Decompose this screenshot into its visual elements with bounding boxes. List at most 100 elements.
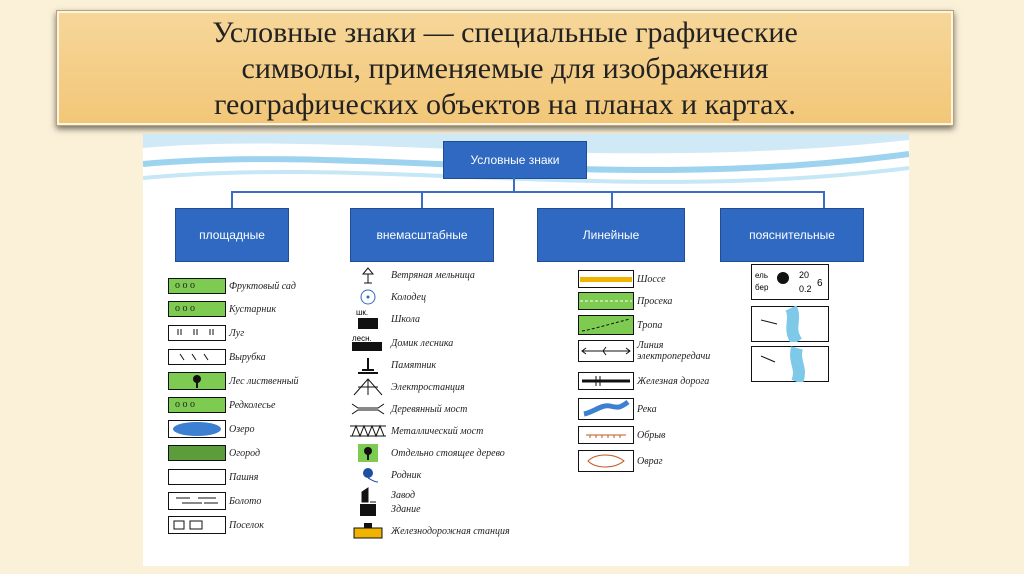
legend-item: Вырубка xyxy=(168,348,266,366)
category-label: Линейные xyxy=(582,228,640,242)
sparse-forest-symbol xyxy=(168,397,226,413)
legend-label: Электростанция xyxy=(391,381,465,393)
legend-label: Озеро xyxy=(229,423,255,435)
factory-symbol xyxy=(361,487,376,503)
legend-label: Лес лиственный xyxy=(229,375,299,387)
symbol-text: бер xyxy=(755,283,769,292)
legend-label: Домик лесника xyxy=(391,337,454,349)
legend-item: Просека xyxy=(578,292,672,310)
legend-item: Колодец xyxy=(348,288,426,306)
legend-label: Кустарник xyxy=(229,303,277,315)
legend-label: Здание xyxy=(391,503,421,515)
legend-label: Редколесье xyxy=(229,399,276,411)
legend-label: Поселок xyxy=(229,519,264,531)
river-symbol xyxy=(578,398,634,420)
symbol-text: 6 xyxy=(817,278,823,289)
forester-house-symbol: лесн. xyxy=(348,334,388,352)
garden-symbol xyxy=(168,445,226,461)
legend-item: Луг xyxy=(168,324,244,342)
settlement-symbol xyxy=(168,516,226,534)
explanatory-symbol-ford xyxy=(751,346,829,382)
metal-bridge-symbol xyxy=(350,424,386,438)
category-label: пояснительные xyxy=(749,228,835,242)
symbol-text: 20 xyxy=(799,270,809,280)
wooden-bridge-symbol xyxy=(351,403,385,415)
connector xyxy=(231,191,233,208)
windmill-symbol xyxy=(361,267,375,284)
connector xyxy=(611,191,613,208)
deciduous-forest-symbol xyxy=(168,372,226,390)
meadow-symbol xyxy=(168,325,226,341)
legend-label: Луг xyxy=(229,327,245,339)
forester-abbr: лесн. xyxy=(352,334,372,343)
legend-item: Родник xyxy=(348,466,421,484)
spring-symbol xyxy=(363,468,379,483)
legend-label: Железная дорога xyxy=(637,375,710,387)
legend-item: Болото xyxy=(168,492,261,510)
legend-item: Редколесье xyxy=(168,396,275,414)
clearing-symbol xyxy=(168,349,226,365)
connector xyxy=(231,191,825,193)
legend-item: Ветряная мельница xyxy=(348,266,475,284)
category-linear: Линейные xyxy=(537,208,685,262)
railway-symbol xyxy=(578,372,634,390)
ravine-symbol xyxy=(578,450,634,472)
legend-item: Завод xyxy=(348,486,415,504)
connector xyxy=(421,191,423,208)
well-symbol xyxy=(360,289,376,305)
legend-item: Металлический мост xyxy=(348,422,483,440)
legend-label: Шоссе xyxy=(637,273,666,285)
category-offscale: внемасштабные xyxy=(350,208,494,262)
cliff-symbol xyxy=(578,426,634,444)
legend-item: Овраг xyxy=(578,450,663,472)
legend-label: Металлический мост xyxy=(391,425,484,437)
legend-label: Обрыв xyxy=(637,429,666,441)
category-label: внемасштабные xyxy=(376,228,468,242)
legend-item: Лес лиственный xyxy=(168,372,299,390)
legend-item: лесн. Домик лесника xyxy=(348,334,453,352)
slide-title: Условные знаки — специальные графические… xyxy=(212,16,798,121)
swamp-symbol xyxy=(168,492,226,510)
legend-label: Деревянный мост xyxy=(391,403,468,415)
connector xyxy=(823,191,825,208)
legend-label: Река xyxy=(637,403,657,415)
arable-land-symbol xyxy=(168,469,226,485)
legend-item: Электростанция xyxy=(348,378,465,396)
legend-label: Овраг xyxy=(637,455,663,467)
orchard-symbol xyxy=(168,278,226,294)
legend-item: Огород xyxy=(168,444,260,462)
lake-symbol xyxy=(168,420,226,438)
legend-label: Колодец xyxy=(391,291,426,303)
legend-item: Обрыв xyxy=(578,426,665,444)
school-symbol: шк. xyxy=(348,308,388,330)
legend-item: Шоссе xyxy=(578,270,666,288)
solitary-tree-symbol xyxy=(358,444,378,462)
title-box: Условные знаки — специальные графические… xyxy=(56,10,954,126)
railway-station-symbol xyxy=(353,523,383,539)
power-line-symbol xyxy=(578,340,634,362)
symbol-text: 0.2 xyxy=(799,284,812,294)
legend-label: Линия электропередачи xyxy=(637,340,711,362)
legend-item: Река xyxy=(578,398,657,420)
legend-item: Фруктовый сад xyxy=(168,277,296,295)
symbol-text: ель xyxy=(755,271,768,280)
legend-label: Огород xyxy=(229,447,261,459)
category-explanatory: пояснительные xyxy=(720,208,864,262)
legend-label: Просека xyxy=(637,295,673,307)
legend-item: Пашня xyxy=(168,468,258,486)
legend-label: Болото xyxy=(229,495,262,507)
legend-item: Железная дорога xyxy=(578,372,709,390)
legend-label: Родник xyxy=(391,469,422,481)
shrub-symbol xyxy=(168,301,226,317)
root-label: Условные знаки xyxy=(470,153,560,167)
legend-item: Железнодорожная станция xyxy=(348,522,510,540)
legend-label: Тропа xyxy=(637,319,663,331)
cutting-symbol xyxy=(578,292,634,310)
legend-label: Железнодорожная станция xyxy=(391,525,510,537)
explanatory-symbol-river-flow xyxy=(751,306,829,342)
legend-label: Отдельно стоящее дерево xyxy=(391,447,505,459)
legend-item: Деревянный мост xyxy=(348,400,467,418)
legend-item: Памятник xyxy=(348,356,436,374)
legend-item: Отдельно стоящее дерево xyxy=(348,444,505,462)
school-abbr: шк. xyxy=(356,308,369,317)
